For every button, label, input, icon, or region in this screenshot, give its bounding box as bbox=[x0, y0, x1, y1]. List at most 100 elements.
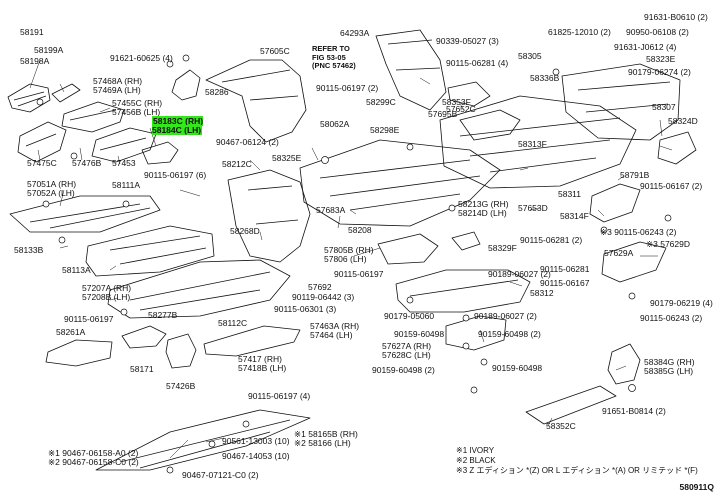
part-label: ※1 58165B (RH) ※2 58166 (LH) bbox=[294, 429, 358, 448]
part-58198a bbox=[7, 83, 51, 113]
part-57051a bbox=[9, 195, 161, 233]
part-label: 90950-06108 (2) bbox=[626, 27, 689, 37]
part-label: 58212C bbox=[222, 159, 252, 169]
part-label: 90115-06281 (4) bbox=[446, 58, 509, 68]
part-label: 58286 bbox=[205, 87, 229, 97]
part-label: ※1 90467-06158-A0 (2) ※2 90467-06158-C0 … bbox=[48, 448, 139, 467]
part-label: 58384G (RH) 58385G (LH) bbox=[644, 357, 695, 376]
fastener-dot bbox=[448, 204, 456, 212]
fastener-dot bbox=[58, 236, 66, 244]
highlighted-part-label: 58183C (RH) 58184C (LH) bbox=[152, 116, 204, 135]
part-label: 58311 bbox=[558, 189, 582, 199]
part-label: 58329F bbox=[488, 243, 517, 253]
part-label: 58313F bbox=[518, 139, 547, 149]
part-label: 90159-60498 bbox=[492, 363, 543, 373]
part-label: 57629A bbox=[604, 248, 634, 258]
part-label: 58325E bbox=[272, 153, 302, 163]
fastener-dot bbox=[600, 226, 608, 234]
part-57455c bbox=[61, 101, 125, 133]
part-label: 64293A bbox=[340, 28, 370, 38]
part-label: 58314F bbox=[560, 211, 589, 221]
part-57605c bbox=[205, 59, 307, 143]
part-58384g bbox=[607, 343, 641, 385]
fastener-dot bbox=[406, 143, 414, 151]
part-label: 57653D bbox=[518, 203, 548, 213]
part-label: 58352C bbox=[546, 421, 576, 431]
part-58277b bbox=[121, 325, 167, 349]
fastener-dot bbox=[70, 152, 78, 160]
fastener-dot bbox=[406, 296, 414, 304]
part-label: 90467-14053 (10) bbox=[222, 451, 290, 461]
part-label: 58268D bbox=[230, 226, 260, 236]
part-label: 58323E bbox=[646, 54, 676, 64]
part-58165b bbox=[95, 409, 311, 471]
diagram-code: 580911Q bbox=[679, 482, 714, 492]
part-58312 bbox=[395, 269, 531, 313]
part-label: 58111A bbox=[112, 180, 141, 190]
reference-note: REFER TO FIG 53-05 (PNC 57462) bbox=[312, 44, 356, 70]
part-label: 58312 bbox=[530, 288, 554, 298]
part-label: 58133B bbox=[14, 245, 44, 255]
part-57805b bbox=[377, 233, 439, 265]
fastener-dot bbox=[242, 420, 250, 428]
fastener-dot bbox=[462, 342, 470, 350]
fastener-dot bbox=[628, 292, 636, 300]
part-label: 90115-06197 bbox=[334, 269, 384, 279]
part-58111a bbox=[85, 225, 215, 277]
fastener-dot bbox=[628, 384, 636, 392]
part-label: 57455C (RH) 57456B (LH) bbox=[112, 98, 163, 117]
fastener-dot bbox=[552, 68, 560, 76]
part-label: 57476B bbox=[72, 158, 102, 168]
part-58183c bbox=[141, 141, 179, 165]
part-58286 bbox=[171, 69, 201, 101]
part-label: 58305 bbox=[518, 51, 542, 61]
fastener-dot bbox=[36, 98, 44, 106]
part-label: 90115-06243 (2) bbox=[640, 313, 703, 323]
part-label: 58198A bbox=[20, 56, 50, 66]
part-label: 90159-60498 (2) bbox=[372, 365, 435, 375]
fastener-dot bbox=[321, 156, 329, 164]
fastener-dot bbox=[462, 314, 470, 322]
part-label: 90467-06124 (2) bbox=[216, 137, 279, 147]
fastener-dot bbox=[182, 54, 190, 62]
part-label: 90179-06274 (2) bbox=[628, 67, 691, 77]
part-label: 61825-12010 (2) bbox=[548, 27, 611, 37]
fastener-dot bbox=[664, 214, 672, 222]
part-label: 58336B bbox=[530, 73, 560, 83]
part-58307 bbox=[561, 63, 681, 141]
part-label: 57468A (RH) 57469A (LH) bbox=[93, 76, 143, 95]
fastener-dot bbox=[470, 386, 478, 394]
fastener-dot bbox=[166, 466, 174, 474]
fastener-dot bbox=[122, 200, 130, 208]
fastener-dot bbox=[166, 60, 174, 68]
part-57453 bbox=[91, 127, 157, 163]
part-label: 90339-05027 (3) bbox=[436, 36, 499, 46]
part-58353f bbox=[447, 81, 491, 107]
part-label: 91631-J0612 (4) bbox=[614, 42, 677, 52]
part-label: 57692 bbox=[308, 282, 332, 292]
part-58208 bbox=[299, 139, 501, 227]
part-58324d bbox=[657, 131, 697, 165]
part-label: 58277B bbox=[148, 310, 178, 320]
part-label: 91621-60625 (4) bbox=[110, 53, 173, 63]
part-57627a bbox=[445, 315, 507, 351]
part-label: ※3 57629D bbox=[646, 239, 690, 249]
part-label: 57417 (RH) 57418B (LH) bbox=[238, 354, 287, 373]
part-label: 57207A (RH) 57208B (LH) bbox=[82, 283, 132, 302]
part-label: 58062A bbox=[320, 119, 350, 129]
part-57468a bbox=[51, 83, 81, 103]
part-57463a bbox=[203, 325, 301, 357]
fastener-dot bbox=[480, 358, 488, 366]
part-label: 90179-06219 (4) bbox=[650, 298, 713, 308]
part-label: 57475C bbox=[27, 158, 57, 168]
legend-item: ※2 BLACK bbox=[456, 456, 496, 465]
part-58212c bbox=[227, 169, 311, 263]
part-label: 90115-06197 (4) bbox=[248, 391, 311, 401]
part-label: 57683A bbox=[316, 205, 346, 215]
part-label: 58324D bbox=[668, 116, 698, 126]
part-label: 58112C bbox=[218, 318, 248, 328]
part-label: 58208 bbox=[348, 225, 372, 235]
fastener-dot bbox=[42, 200, 50, 208]
part-label: 58199A bbox=[34, 45, 64, 55]
part-label: 90119-06442 (3) bbox=[292, 292, 355, 302]
